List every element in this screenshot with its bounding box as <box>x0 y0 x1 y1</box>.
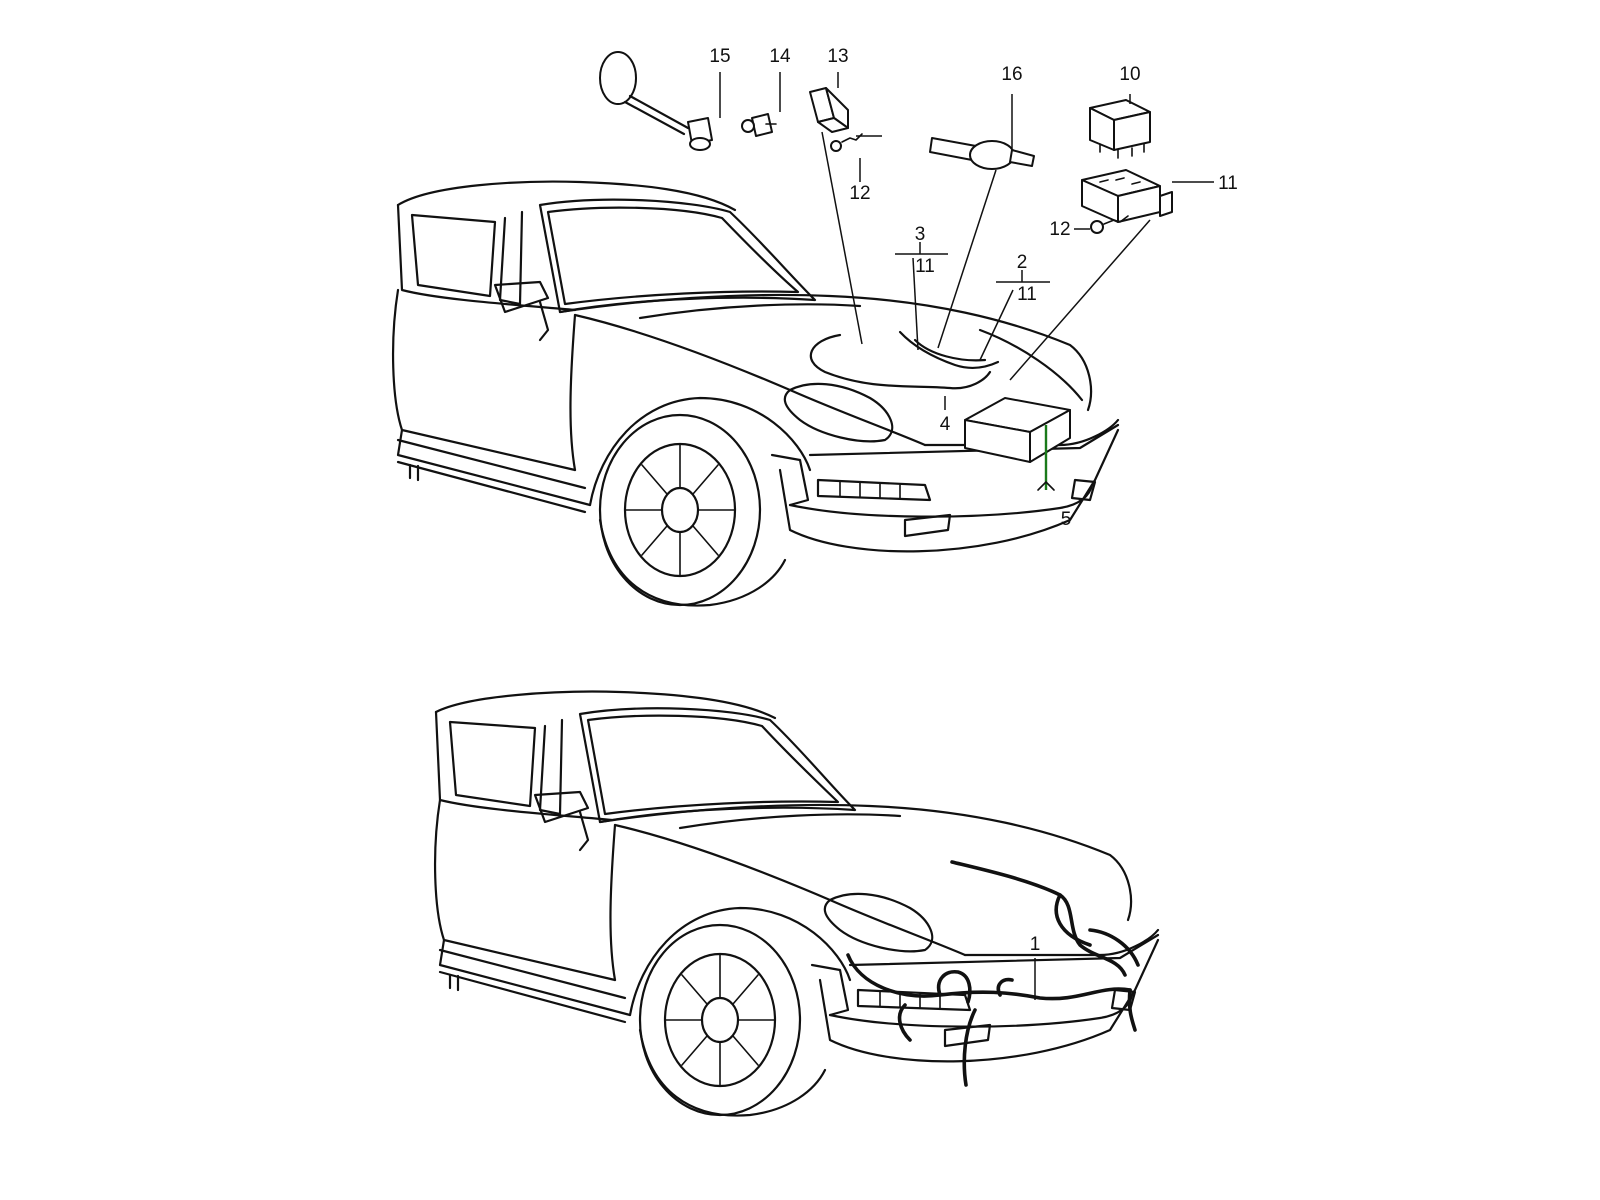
top-wiring-cables <box>809 330 1055 491</box>
bottom-callouts: 1 <box>1030 934 1041 955</box>
top-car-illustration <box>391 180 1120 607</box>
part-13-bracket <box>809 87 849 133</box>
callout-4[interactable]: 4 <box>940 414 951 435</box>
callout-10[interactable]: 10 <box>1119 64 1140 85</box>
part-15-dipstick-cap <box>599 51 713 151</box>
callout-11[interactable]: 11 <box>1218 173 1238 194</box>
part-12-screw-right <box>1090 215 1129 234</box>
callout-2[interactable]: 2 <box>1017 252 1028 273</box>
callout-16[interactable]: 16 <box>1001 64 1022 85</box>
callout-1[interactable]: 1 <box>1030 934 1041 955</box>
callout-13[interactable]: 13 <box>827 46 848 67</box>
part-14-bulb <box>741 113 777 137</box>
callout-15[interactable]: 15 <box>709 46 730 67</box>
part-12-screw-left <box>830 133 863 152</box>
callout-3[interactable]: 3 <box>915 224 926 245</box>
callout-12-right[interactable]: 12 <box>1049 219 1070 240</box>
top-callouts: 15 14 13 12 16 10 11 12 3 11 2 11 4 5 <box>709 46 1237 530</box>
bottom-car-illustration <box>433 690 1160 1117</box>
part-16-sensor <box>929 137 1035 170</box>
part-10-relay <box>1089 99 1151 159</box>
part-11-relay-socket <box>1081 169 1173 223</box>
callout-5[interactable]: 5 <box>1061 509 1072 530</box>
main-wiring-harness <box>846 860 1140 1087</box>
callout-12-left[interactable]: 12 <box>849 183 870 204</box>
callout-3-sub[interactable]: 11 <box>915 256 935 277</box>
callout-2-sub[interactable]: 11 <box>1017 284 1037 305</box>
top-leader-lines <box>719 72 1214 410</box>
callout-14[interactable]: 14 <box>769 46 791 67</box>
